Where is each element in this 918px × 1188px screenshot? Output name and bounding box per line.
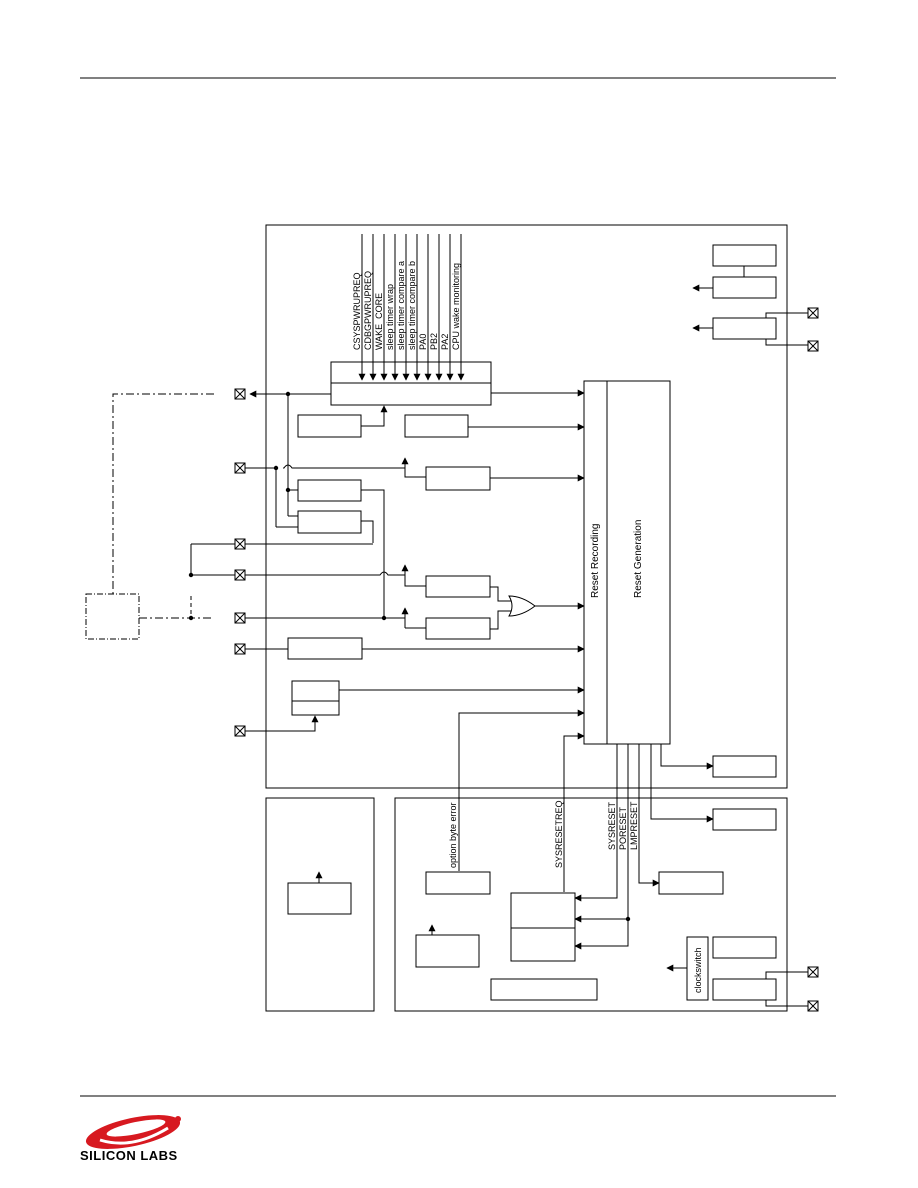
block-debug-a <box>297 479 362 502</box>
pin-osc-bottom-2 <box>807 1000 819 1012</box>
external-regulator-box <box>85 593 140 640</box>
sig-label-7: PB2 <box>429 333 439 350</box>
left-lower-domain-box <box>265 797 375 1012</box>
block-memory <box>415 934 480 968</box>
block-cpu-core <box>510 892 576 962</box>
sig-label-9: CPU wake monitoring <box>451 263 461 350</box>
sig-label-4: sleep timer compare a <box>396 261 406 350</box>
pin-nrst <box>234 462 246 474</box>
sysresetreq-label: SYSRESETREQ <box>554 800 564 868</box>
lmpreset-label: LMPRESET <box>629 801 639 850</box>
poreset-label: PORESET <box>618 806 628 850</box>
pin-wake-out <box>234 388 246 400</box>
option-byte-error-label: option byte error <box>448 802 458 868</box>
or-gate <box>508 595 536 617</box>
reset-generation-label: Reset Generation <box>633 520 644 598</box>
always-on-domain-box <box>265 224 788 789</box>
pin-debug-1 <box>234 538 246 550</box>
pin-por <box>234 643 246 655</box>
block-left-lower <box>287 882 352 915</box>
sig-label-2: WAKE_CORE <box>374 293 384 350</box>
block-clock-a <box>712 936 777 959</box>
pin-osc-top-2 <box>807 340 819 352</box>
reset-block <box>583 380 671 745</box>
wake-signal-labels: CSYSPWRUPREQ CDBGPWRUPREQ WAKE_CORE slee… <box>352 261 461 350</box>
clock-switch-label: clockswitch <box>693 947 703 993</box>
block-option-load <box>291 680 340 716</box>
block-top-right-1 <box>712 244 777 267</box>
logo-wordmark: SILICON LABS <box>80 1148 178 1163</box>
block-option-byte <box>425 871 491 895</box>
silicon-labs-logo-icon <box>85 1115 181 1149</box>
pin-vdd-b <box>234 612 246 624</box>
block-nrst-filter <box>425 466 491 491</box>
block-debug-b <box>297 510 362 534</box>
block-bod-a <box>425 575 491 598</box>
block-oscillator-top <box>712 317 777 340</box>
pin-vdd-a <box>234 569 246 581</box>
pin-osc-top-1 <box>807 307 819 319</box>
block-bus <box>490 978 598 1001</box>
block-oscillator-bottom <box>712 978 777 1001</box>
block-lmp-reset-target <box>658 871 724 895</box>
sig-label-8: PA2 <box>440 334 450 350</box>
reset-recording-label: Reset Recording <box>590 524 601 598</box>
sig-label-3: sleep timer wrap <box>385 284 395 350</box>
wake-signal-lines <box>358 234 465 381</box>
sig-label-6: PA0 <box>418 334 428 350</box>
sig-label-5: sleep timer compare b <box>407 261 417 350</box>
block-reset-out-1 <box>712 755 777 778</box>
sysreset-label: SYSRESET <box>607 801 617 850</box>
right-lower-domain-box <box>394 797 788 1012</box>
sig-label-1: CDBGPWRUPREQ <box>363 271 373 350</box>
block-por <box>287 637 363 660</box>
pin-osc-bottom-1 <box>807 966 819 978</box>
block-reset-out-2 <box>712 808 777 831</box>
block-wake-timer <box>297 414 362 438</box>
block-watchdog <box>404 414 469 438</box>
block-top-right-2 <box>712 276 777 299</box>
pin-boot <box>234 725 246 737</box>
sig-label-0: CSYSPWRUPREQ <box>352 272 362 350</box>
block-bod-b <box>425 617 491 640</box>
